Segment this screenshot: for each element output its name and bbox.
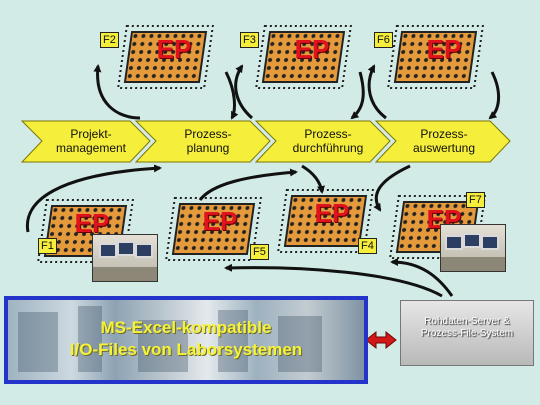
process-label-1: Projekt-management [55, 127, 127, 155]
badge-f4: F4 [358, 238, 377, 254]
arrow-f6-to-auswertung [488, 71, 500, 120]
badge-f3: F3 [240, 32, 259, 48]
chip-f6 [386, 25, 484, 89]
chip-f3 [254, 25, 352, 89]
chip-f3-label: EP [294, 34, 330, 64]
arrow-server-to-f4 [390, 258, 454, 297]
chip-f1-label: EP [74, 208, 110, 238]
arrow-f1-to-planung [25, 164, 162, 233]
process-arrow-4 [374, 120, 511, 163]
double-arrow [365, 330, 397, 350]
strip-title-line2: I/O-Files von Laborsystemen [69, 340, 303, 359]
arrow-planung-to-f2 [93, 64, 141, 120]
badge-f2: F2 [100, 32, 119, 48]
chip-f2-label: EP [156, 34, 192, 64]
arrow-f3-to-auswertung [350, 71, 365, 120]
arrow-auswertung-to-f6 [367, 64, 387, 120]
arrow-durchfuehrung-to-f3 [234, 64, 254, 120]
chip-f2 [116, 25, 214, 89]
laboratory-photo-strip: MS-Excel-kompatible I/O-Files von Labors… [4, 296, 368, 384]
process-label-3: Prozess-durchführung [292, 127, 364, 155]
badge-f5: F5 [250, 244, 269, 260]
arrow-durchfuehrung-to-f4 [301, 164, 325, 194]
lab-photo-left [92, 234, 158, 282]
chip-f4 [276, 189, 374, 253]
chip-f5-label: EP [202, 206, 238, 236]
badge-f1: F1 [38, 238, 57, 254]
chip-f6-label: EP [426, 34, 462, 64]
arrow-auswertung-to-f7 [373, 164, 411, 212]
process-arrow-1 [20, 120, 151, 163]
process-arrow-3 [254, 120, 391, 163]
arrow-f5-to-durchfuehrung [198, 168, 298, 201]
arrow-server-to-f5 [224, 263, 443, 298]
process-label-4: Prozess-auswertung [412, 127, 476, 155]
lab-photo-right [440, 224, 506, 272]
process-label-2: Prozess-planung [184, 127, 232, 155]
process-arrow-2 [134, 120, 271, 163]
chip-f5 [164, 197, 262, 261]
server-label-line1: Rohdaten-Server & [424, 316, 510, 327]
arrow-f2-to-durchfuehrung [224, 71, 239, 120]
raw-data-server [400, 300, 534, 366]
strip-title-line1: MS-Excel-kompatible [100, 318, 272, 337]
badge-f7: F7 [466, 192, 485, 208]
server-label-line2: Prozess-File-System [420, 328, 514, 339]
badge-f6: F6 [374, 32, 393, 48]
chip-f4-label: EP [314, 198, 350, 228]
